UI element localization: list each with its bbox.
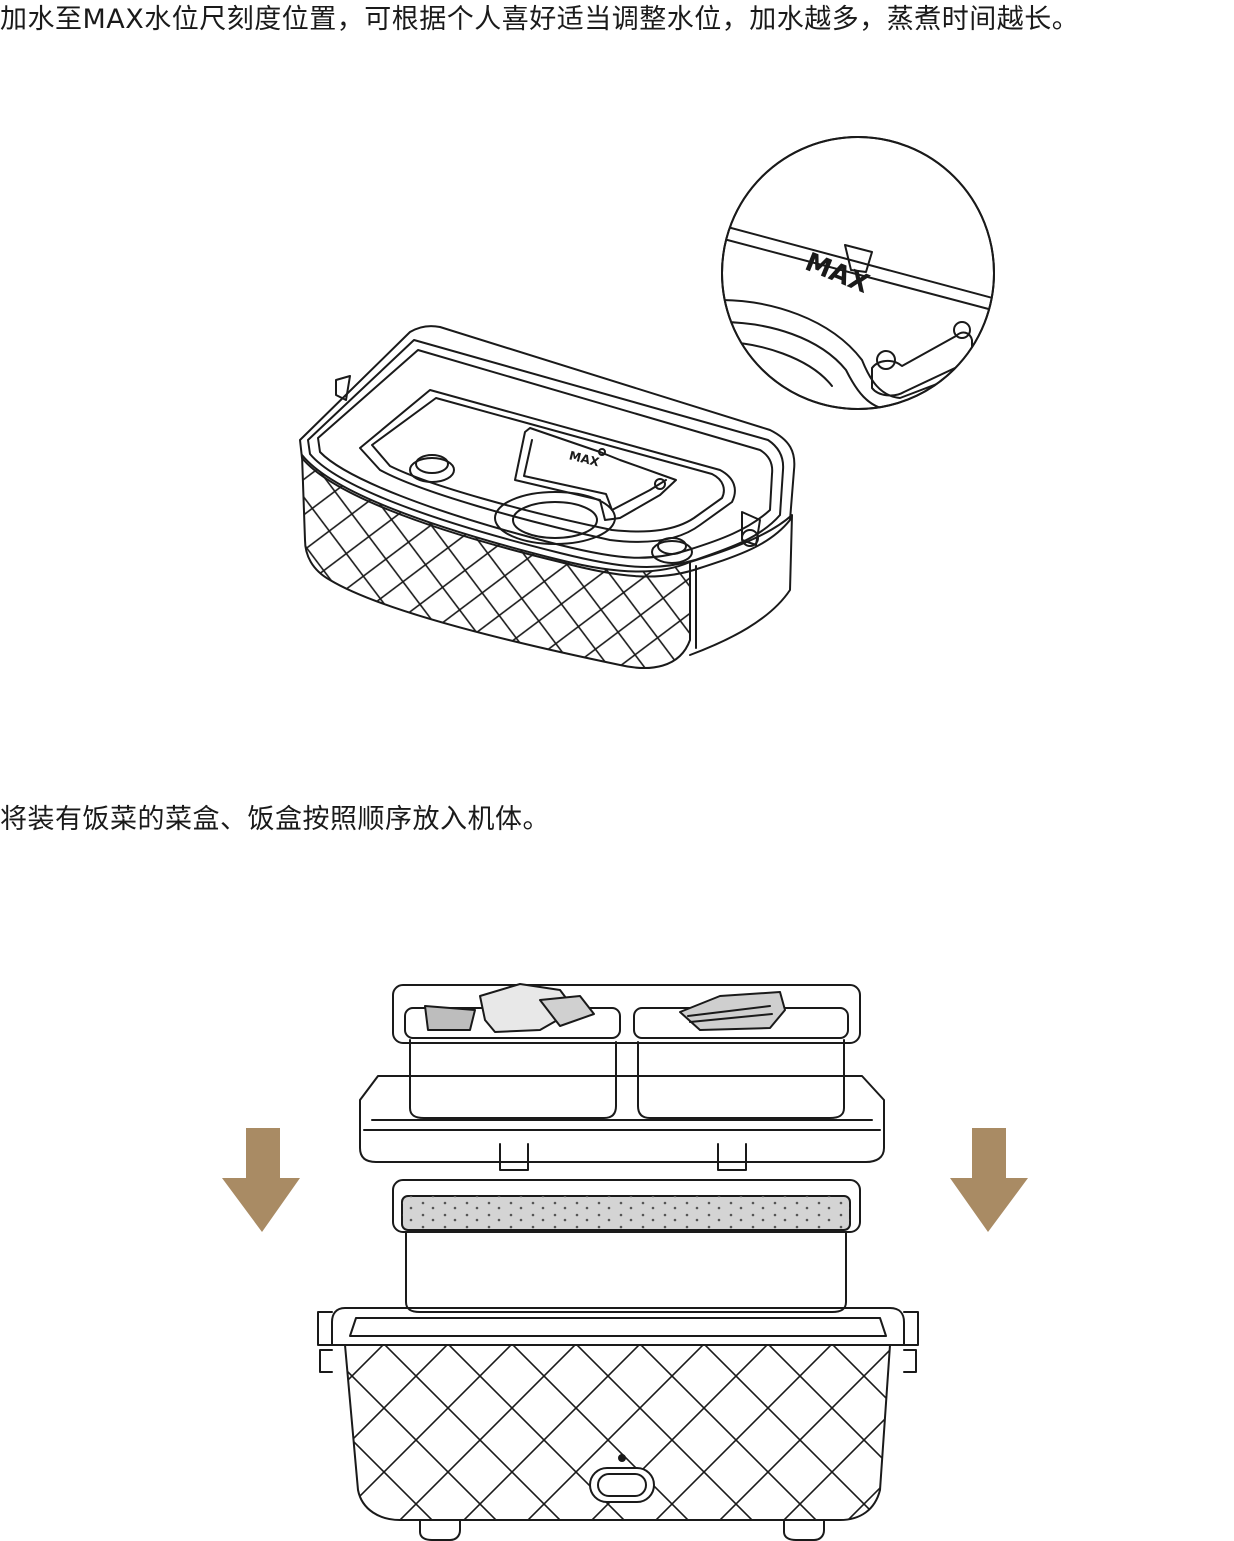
steam-tray — [359, 1075, 885, 1171]
instruction-add-water: 加水至MAX水位尺刻度位置，可根据个人喜好适当调整水位，加水越多，蒸煮时间越长。 — [0, 4, 1080, 35]
power-button[interactable] — [589, 1467, 655, 1503]
water-tank-figure: MAX MAX — [299, 136, 995, 669]
tank-post-left — [409, 457, 455, 483]
tank-handle-right — [741, 511, 761, 546]
rice-box — [392, 1179, 861, 1313]
down-arrow-left — [222, 1128, 300, 1232]
tank-handle-left — [335, 375, 351, 401]
instruction-place-boxes: 将装有饭菜的菜盒、饭盒按照顺序放入机体。 — [0, 804, 550, 835]
tank-post-right — [651, 540, 693, 564]
stacking-figure — [222, 983, 1028, 1541]
down-arrow-right — [950, 1128, 1028, 1232]
cooker-base — [317, 1307, 919, 1541]
indicator-light — [618, 1454, 626, 1462]
dish-box — [392, 983, 861, 1119]
